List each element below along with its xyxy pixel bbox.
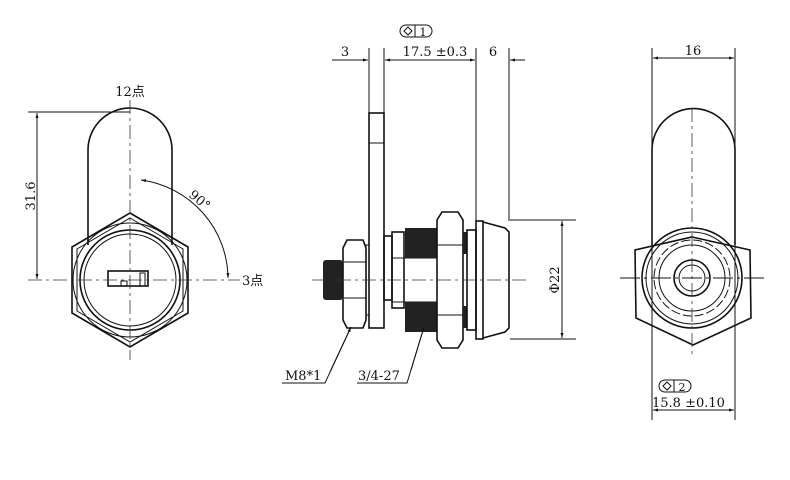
diameter-label: Φ22: [548, 266, 563, 293]
cam-plate: [368, 112, 385, 329]
callout-badge-2: 2: [658, 379, 692, 394]
label-3-oclock: 3点: [242, 274, 263, 289]
hex-nut: [634, 236, 752, 346]
across-label: 15.8 ±0.10: [652, 396, 725, 411]
mounting-hex-nut: [436, 211, 464, 349]
dim-body-label: 17.5 ±0.3: [403, 45, 468, 60]
callout-badge-1: 1: [399, 24, 433, 39]
angle-label: 90°: [185, 188, 212, 214]
callout-number: 1: [420, 26, 427, 39]
leader-arrow: [329, 326, 352, 373]
key-slot: [107, 270, 149, 287]
dim-head-label: 6: [489, 45, 497, 60]
cam-outline: [651, 107, 736, 245]
angle-arc: [140, 179, 230, 279]
front-view: 31.6 12点 3点 90°: [24, 85, 263, 360]
thread-small-label: M8*1: [285, 369, 321, 384]
small-hex-nut: [342, 239, 367, 329]
height-label: 31.6: [24, 182, 39, 211]
rear-view: 16 15.8 ±0.10 2: [620, 44, 766, 420]
thread-large-label: 3/4-27: [358, 369, 400, 384]
dim-plate-label: 3: [341, 45, 349, 60]
key-notch: [120, 280, 128, 287]
head-bezel: [482, 221, 510, 339]
side-view: 3 17.5 ±0.3 6 1 Φ22 M8*1 3/4-27: [282, 24, 576, 384]
width-label: 16: [685, 44, 702, 59]
key-notch: [139, 272, 146, 287]
thread-upper: [405, 228, 437, 258]
callout-number: 2: [679, 381, 686, 394]
label-12-oclock: 12点: [115, 85, 145, 100]
thread-lower: [405, 302, 437, 332]
body-collar: [383, 235, 393, 301]
thread-short: [463, 232, 467, 254]
leader-arrow: [410, 326, 425, 371]
thread-short: [463, 306, 467, 328]
body-collar: [391, 231, 405, 309]
